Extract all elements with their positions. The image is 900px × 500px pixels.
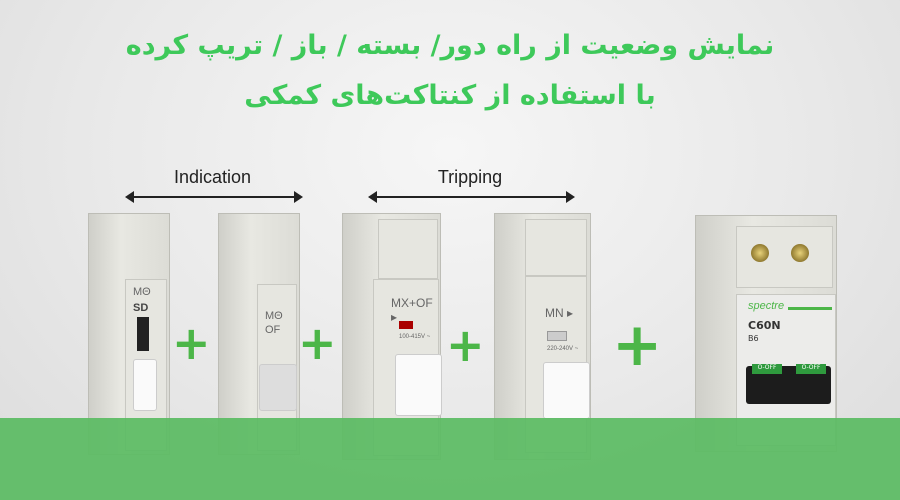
sd-label: SD: [133, 302, 149, 314]
of-label: OF: [265, 324, 281, 336]
tripping-label: Tripping: [437, 167, 503, 187]
c60n-circuit-breaker: spectre C60N B6 O-OFF O-OFF: [695, 215, 837, 452]
of-top-label: MΘ: [265, 310, 283, 322]
rating-label: B6: [748, 334, 759, 343]
title-line-2: با استفاده از کنتاکت‌های کمکی: [244, 80, 656, 111]
plus-icon: +: [446, 318, 485, 372]
green-band: [0, 418, 900, 500]
indication-label: Indication: [173, 167, 252, 187]
sd-top-label: MΘ: [133, 286, 151, 298]
mxof-label: MX+OF ▸: [391, 296, 433, 324]
tripping-arrow: [368, 191, 575, 203]
indication-arrow: [125, 191, 303, 203]
switch-label-2: O-OFF: [796, 364, 826, 374]
mn-rating: 220-240V ~: [547, 346, 579, 352]
plus-icon: +: [612, 310, 663, 380]
model-label: C60N: [748, 319, 781, 332]
plus-icon: +: [172, 316, 211, 370]
mxof-rating: 100-415V ~: [399, 334, 431, 340]
title-line-1: نمایش وضعیت از راه دور/ بسته / باز / تری…: [125, 30, 775, 61]
brand-logo: spectre: [748, 300, 785, 312]
plus-icon: +: [298, 316, 337, 370]
switch-label-1: O-OFF: [752, 364, 782, 374]
mn-label: MN ▸: [545, 306, 574, 320]
